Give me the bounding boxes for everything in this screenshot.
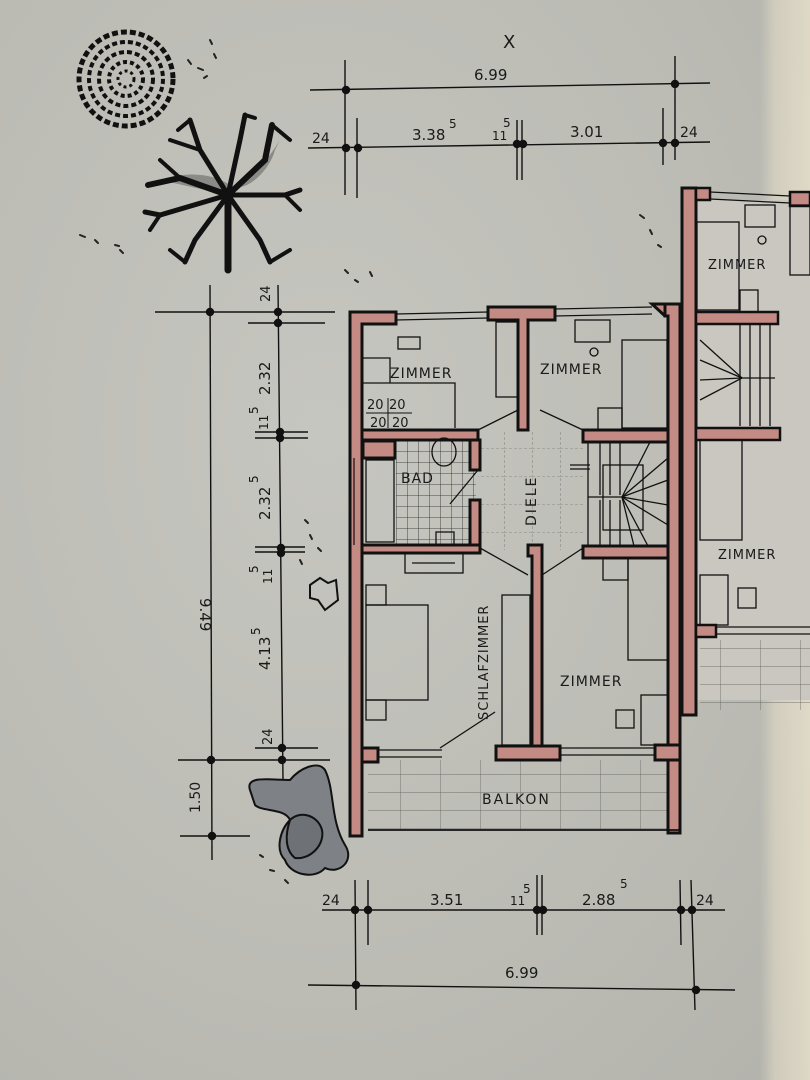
dim-left-overall: 9.49 — [196, 598, 214, 631]
dim-left-partition1: 11 — [257, 415, 271, 430]
labels: X 6.99 24 3.38 5 11 5 3.01 24 3.51 24 11… — [188, 32, 776, 982]
dim-left-partition2-sup: 5 — [247, 565, 261, 573]
dim-left-partition1-sup: 5 — [247, 406, 261, 414]
dim-bottom-partition-sup: 5 — [523, 882, 531, 896]
dim-bottom-room-left: 3.51 — [430, 891, 463, 909]
dim-bottom-left-wall: 24 — [322, 893, 340, 909]
dim-left-top-wall: 24 — [259, 285, 274, 302]
room-label-diele: DIELE — [524, 476, 540, 526]
room-label-neighbor-zimmer-mid: ZIMMER — [718, 548, 776, 563]
small-plant-icon — [309, 576, 340, 612]
dim-top-partition-sup: 5 — [503, 116, 511, 130]
dim-top-room-right: 3.01 — [570, 123, 603, 141]
windows — [353, 306, 680, 831]
chimney-label-2: 20 — [389, 398, 406, 413]
dim-left-bottom-wall: 24 — [261, 728, 276, 745]
bush-cluster-icon — [248, 764, 350, 876]
dim-top-partition: 11 — [492, 129, 507, 143]
dim-left-seg2: 2.32 — [256, 487, 274, 520]
room-label-zimmer-ne: ZIMMER — [540, 362, 602, 378]
dim-left-partition2: 11 — [261, 569, 275, 584]
dim-top-room-left: 3.38 — [412, 126, 445, 144]
deciduous-tree-icon — [142, 112, 303, 274]
chimney-label-1: 20 — [367, 398, 384, 413]
dim-bottom-overall: 6.99 — [505, 964, 538, 982]
room-label-neighbor-zimmer-top: ZIMMER — [708, 258, 766, 273]
chimney-label-3: 20 — [370, 416, 387, 431]
walls — [348, 302, 682, 838]
dim-left-seg3-sup: 5 — [249, 627, 263, 635]
chimney-label-4: 20 — [392, 416, 409, 431]
dim-left-balcony: 1.50 — [188, 782, 204, 813]
dim-top-overall: 6.99 — [474, 66, 507, 84]
floor-fills — [368, 430, 680, 830]
neighbor-unit — [680, 186, 810, 717]
room-label-bad: BAD — [401, 471, 434, 487]
room-label-zimmer-nw: ZIMMER — [390, 366, 452, 382]
axis-marker: X — [503, 32, 515, 53]
dim-left-seg1: 2.32 — [256, 362, 274, 395]
dim-left-seg2-sup: 5 — [247, 475, 261, 483]
dim-top-room-left-sup: 5 — [449, 117, 457, 131]
dim-bottom-room-right-sup: 5 — [620, 877, 628, 891]
room-label-zimmer-se: ZIMMER — [560, 674, 622, 690]
dim-top-left-wall: 24 — [312, 131, 330, 147]
room-label-balkon: BALKON — [482, 792, 551, 808]
ground-marks — [79, 39, 662, 884]
dim-bottom-partition: 11 — [510, 894, 525, 908]
dim-top-right-wall: 24 — [680, 125, 698, 141]
furniture — [363, 319, 669, 749]
dimension-lines — [155, 56, 736, 1011]
shrub-icon — [76, 29, 176, 129]
dim-left-seg3: 4.13 — [256, 637, 274, 670]
room-label-schlafzimmer: SCHLAFZIMMER — [477, 605, 492, 720]
dim-bottom-right-wall: 24 — [696, 893, 714, 909]
dim-bottom-room-right: 2.88 — [582, 891, 615, 909]
